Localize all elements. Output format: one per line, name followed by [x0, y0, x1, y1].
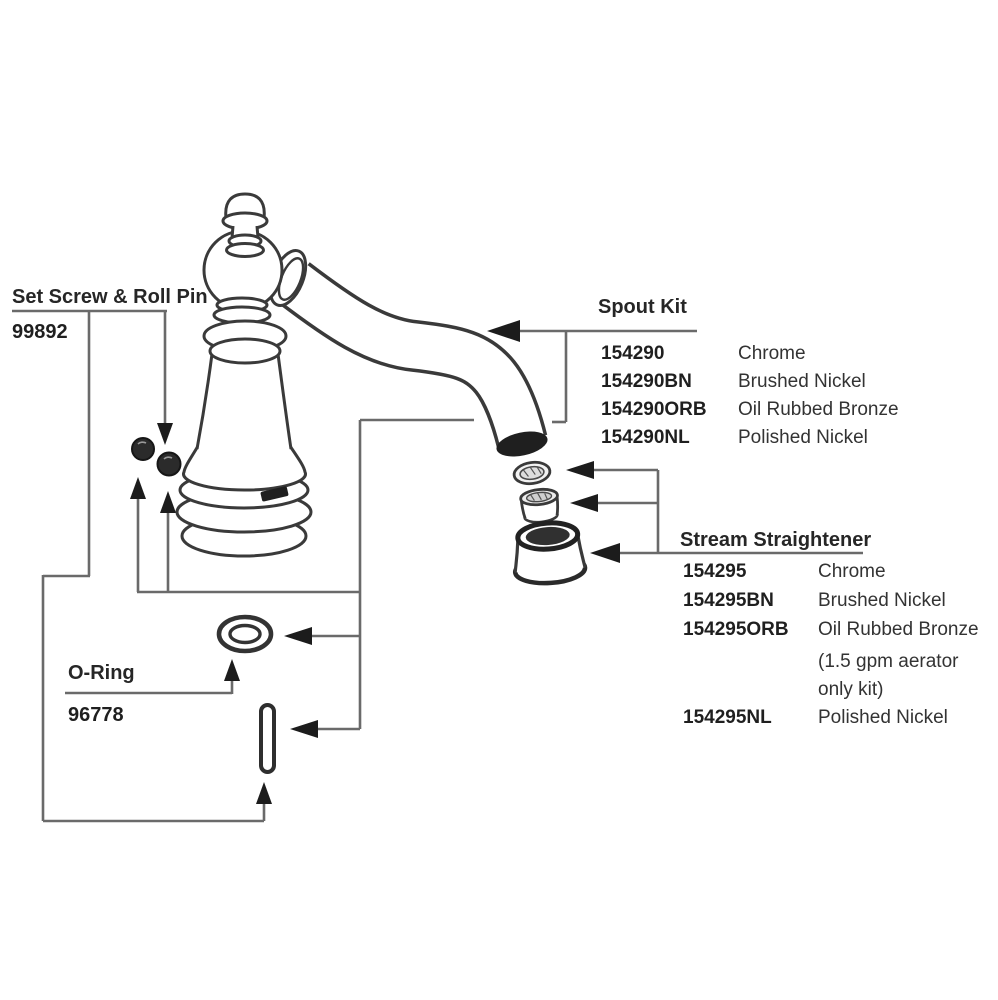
faucet-spout-drawing — [175, 192, 548, 558]
set-screw-roll-pin-label: Set Screw & Roll Pin — [12, 286, 208, 308]
roll-pin-side-arrow — [290, 720, 360, 738]
spout-kit-finish-0: Chrome — [738, 343, 806, 364]
spout-tip-band — [496, 431, 548, 457]
spout-kit-finish-3: Polished Nickel — [738, 427, 868, 448]
o-ring-label: O-Ring — [68, 662, 135, 684]
o-ring-up-arrow — [224, 659, 240, 694]
set-screw-roll-pin-part-number: 99892 — [12, 321, 68, 343]
leader-lines — [12, 309, 863, 823]
arrows — [130, 311, 620, 821]
set-screw-down-arrow — [157, 311, 173, 445]
spout-kit-part-3: 154290NL — [601, 427, 690, 448]
base-accent-mark — [260, 486, 289, 502]
stream-straightener-finish-2: Oil Rubbed Bronze — [818, 619, 979, 640]
spout-kit-part-1: 154290BN — [601, 371, 692, 392]
roll-pin-up-arrow — [256, 782, 272, 821]
spout-kit-part-0: 154290 — [601, 343, 665, 364]
stream-straightener-finish-3: Polished Nickel — [818, 707, 948, 728]
stream-straightener-part-2: 154295ORB — [683, 619, 789, 640]
set-screw-up-arrow-2 — [160, 491, 176, 592]
roll-pin-part — [259, 703, 276, 774]
stream-straightener-finish-0: Chrome — [818, 561, 886, 582]
washer-arrow — [566, 461, 594, 479]
aerator-insert-arrow — [570, 494, 598, 512]
set-screw-parts — [131, 437, 182, 477]
spout-kit-part-2: 154290ORB — [601, 399, 707, 420]
spout-kit-finish-2: Oil Rubbed Bronze — [738, 399, 899, 420]
spout-kit-finish-1: Brushed Nickel — [738, 371, 866, 392]
aerator-washer-part — [512, 460, 552, 486]
stream-straightener-arrow — [590, 543, 620, 563]
stream-straightener-finish-1: Brushed Nickel — [818, 590, 946, 611]
o-ring-side-arrow — [284, 627, 360, 645]
spout-kit-label: Spout Kit — [598, 296, 687, 318]
stream-straightener-part-0: 154295 — [683, 561, 747, 582]
stream-straightener-part-3: 154295NL — [683, 707, 772, 728]
stream-straightener-note-line-1: (1.5 gpm aerator — [818, 651, 959, 672]
stream-straightener-part-1: 154295BN — [683, 590, 774, 611]
o-ring-part-number: 96778 — [68, 704, 124, 726]
stream-straightener-part — [512, 520, 588, 586]
stream-straightener-label: Stream Straightener — [680, 529, 872, 551]
spout-tube-fill — [280, 265, 544, 447]
aerator-insert-part — [519, 487, 560, 524]
set-screw-up-arrow-1 — [130, 477, 146, 592]
stream-straightener-note-line-2: only kit) — [818, 679, 884, 700]
o-ring-part — [216, 614, 274, 654]
spout-kit-arrow — [487, 320, 520, 342]
